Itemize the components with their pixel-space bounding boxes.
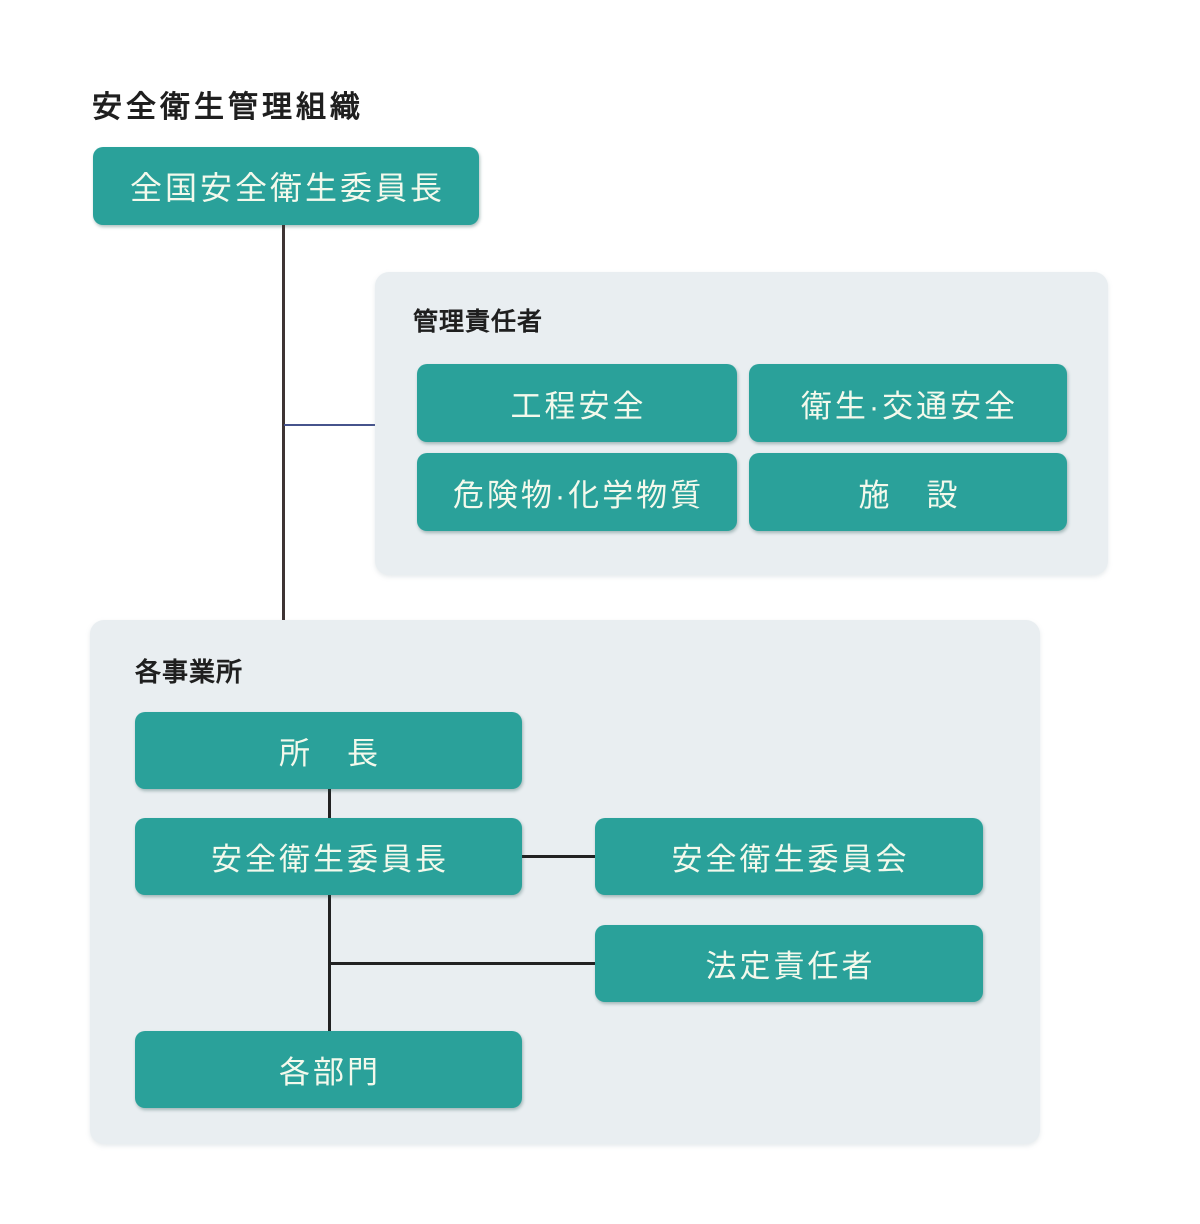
chart-title: 安全衛生管理組織 xyxy=(92,91,364,124)
node-legal-officer: 法定責任者 xyxy=(595,925,983,1002)
node-site-safety-committee-chair: 安全衛生委員長 xyxy=(135,818,522,895)
connector-chair-to-committee xyxy=(522,855,595,858)
sites-panel: 各事業所 所 長 安全衛生委員長 安全衛生委員会 法定責任者 各部門 xyxy=(90,620,1040,1144)
node-process-safety: 工程安全 xyxy=(417,364,737,442)
node-hazmat-chemicals: 危険物·化学物質 xyxy=(417,453,737,531)
node-site-director: 所 長 xyxy=(135,712,522,789)
connector-root-to-managers xyxy=(284,424,375,426)
node-national-safety-committee-chair: 全国安全衛生委員長 xyxy=(93,147,479,225)
connector-branch-to-legal-officer xyxy=(328,962,595,965)
connector-director-to-chair xyxy=(328,789,331,818)
sites-panel-heading: 各事業所 xyxy=(135,657,244,687)
connector-root-vertical xyxy=(282,225,285,620)
node-facilities: 施 設 xyxy=(749,453,1067,531)
node-health-traffic-safety: 衛生·交通安全 xyxy=(749,364,1067,442)
managers-panel-heading: 管理責任者 xyxy=(413,308,544,336)
managers-panel: 管理責任者 工程安全 衛生·交通安全 危険物·化学物質 施 設 xyxy=(375,272,1108,575)
node-safety-committee: 安全衛生委員会 xyxy=(595,818,983,895)
node-departments: 各部門 xyxy=(135,1031,522,1108)
